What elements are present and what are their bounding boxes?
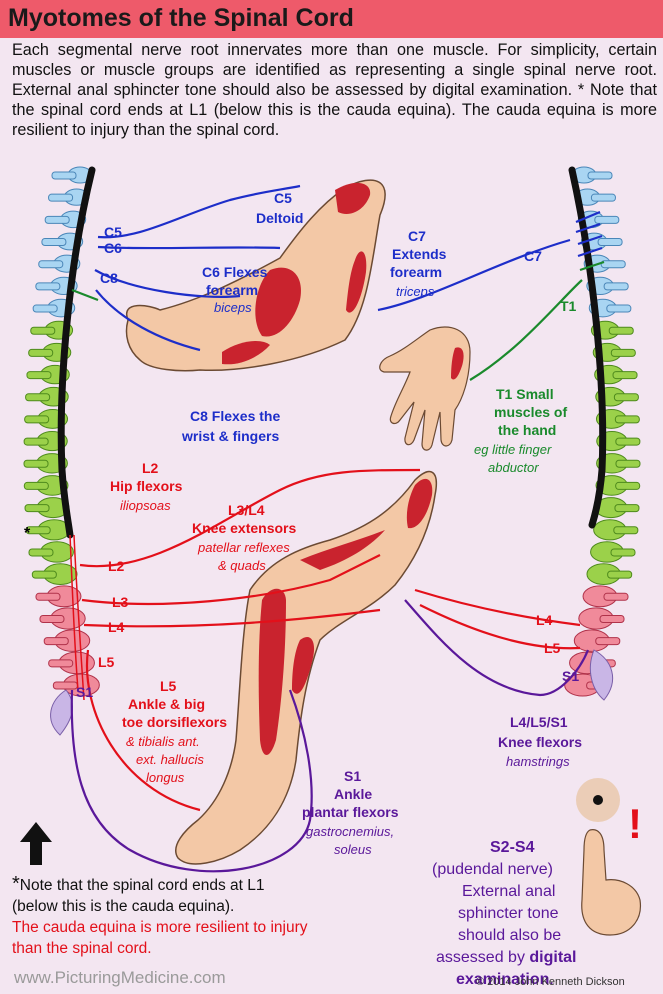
vertebra-process (610, 548, 636, 557)
label-s1-right: S1 (562, 668, 580, 684)
vertebra-process (606, 304, 632, 313)
label-c8-left: C8 (100, 270, 118, 286)
arm-illustration (125, 179, 386, 372)
vertebra-process (608, 326, 634, 335)
vertebra-process (28, 348, 54, 357)
label-l5-left: L5 (98, 654, 115, 670)
spinal-cord-note: *Note that the spinal cord ends at L1 (b… (12, 873, 308, 958)
vertebra-process (39, 614, 65, 623)
label-l5-right: L5 (544, 640, 561, 656)
label-l3-left: L3 (112, 594, 129, 610)
label-c7-right: C7 (524, 248, 542, 264)
vertebra-process (614, 504, 640, 513)
vertebra-process (24, 415, 50, 424)
finger-illustration (576, 778, 641, 936)
vertebra-process (590, 193, 616, 202)
vertebra-process (607, 570, 633, 579)
vertebra-process (30, 326, 56, 335)
vertebra-process (24, 504, 50, 513)
vertebra-process (595, 637, 621, 646)
page-title: Myotomes of the Spinal Cord (8, 4, 354, 32)
exclamation-icon: ! (628, 800, 642, 847)
vertebra-process (600, 260, 626, 269)
spine-right-illustration (564, 166, 641, 701)
label-l4-right: L4 (536, 612, 553, 628)
label-l2-left: L2 (108, 558, 125, 574)
vertebra-process (44, 215, 70, 224)
vertebra-process (32, 304, 58, 313)
vertebra-process (43, 637, 69, 646)
copyright-footer: © 2014 John Kenneth Dickson (476, 976, 625, 988)
vertebra-process (23, 481, 49, 490)
vertebra-process (599, 614, 625, 623)
vertebra-process (41, 238, 67, 247)
vertebra-process (52, 681, 78, 690)
vertebra-process (48, 659, 74, 668)
asterisk-marker: * (24, 525, 31, 542)
vertebra-process (597, 238, 623, 247)
website-footer: www.PicturingMedicine.com (14, 968, 226, 987)
vertebra-process (612, 371, 638, 380)
vertebra-process (25, 393, 51, 402)
vertebra-process (613, 393, 639, 402)
vertebra-process (23, 459, 49, 468)
spine-left-illustration (23, 166, 100, 736)
vertebra-process (587, 171, 613, 180)
vertebra-process (615, 437, 641, 446)
vertebra-process (594, 215, 620, 224)
vertebra-process (28, 548, 54, 557)
intro-paragraph: Each segmental nerve root innervates mor… (12, 41, 657, 139)
vertebra-process (610, 348, 636, 357)
title-banner (0, 0, 663, 38)
vertebra-process (613, 526, 639, 535)
vertebra-process (31, 570, 57, 579)
label-c6-left: C6 (104, 240, 122, 256)
vertebra-process (23, 437, 49, 446)
vertebra-process (25, 526, 51, 535)
vertebra-process (603, 282, 629, 291)
vertebra-process (614, 415, 640, 424)
label-c5-left: C5 (104, 224, 122, 240)
vertebra-process (615, 481, 641, 490)
vertebra-process (615, 459, 641, 468)
vertebra-process (38, 260, 64, 269)
vertebra-process (48, 193, 74, 202)
vertebra-process (35, 592, 61, 601)
leg-illustration (175, 470, 437, 865)
vertebra-process (26, 371, 52, 380)
vertebra-process (603, 592, 629, 601)
hand-illustration (379, 326, 471, 451)
label-t1-right: T1 (560, 298, 577, 314)
vertebra-process (35, 282, 61, 291)
label-s1-left: S1 (76, 684, 94, 700)
up-arrow-icon (20, 822, 52, 865)
vertebra-process (51, 171, 77, 180)
label-l4-left: L4 (108, 619, 125, 635)
